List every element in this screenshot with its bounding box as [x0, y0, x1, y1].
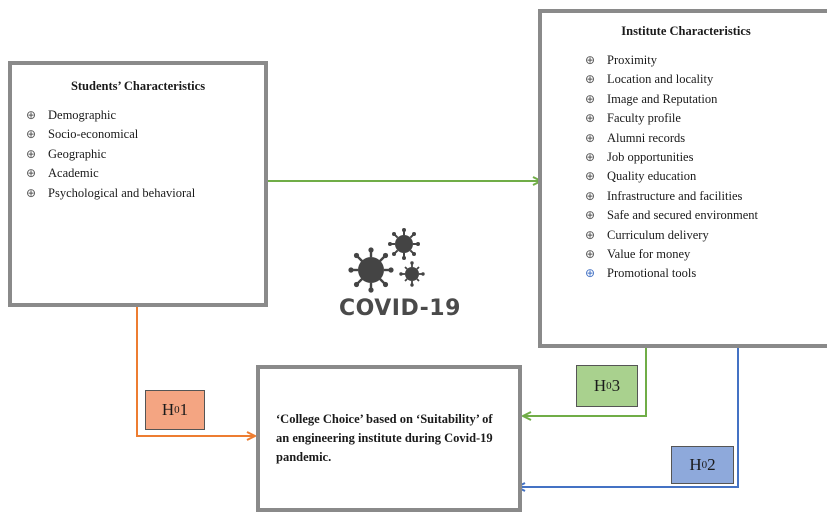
circled-plus-bullet-icon: ⊕	[585, 188, 596, 203]
institute-list-item-label: Proximity	[607, 53, 658, 67]
students-list-item-label: Socio-economical	[48, 127, 139, 142]
circled-plus-bullet-icon: ⊕	[585, 266, 596, 281]
institute-list-item-label: Promotional tools	[607, 266, 697, 281]
students-list-item-label: Psychological and behavioral	[48, 185, 196, 200]
circled-plus-bullet-icon: ⊕	[26, 127, 37, 142]
institute-list-item: ⊕ Image and Reputation	[573, 90, 827, 109]
covid-virus-icon	[348, 228, 425, 293]
circled-plus-bullet-icon: ⊕	[585, 91, 596, 106]
institute-list-item-label: Location and locality	[607, 72, 714, 87]
circled-plus-bullet-icon: ⊕	[585, 130, 596, 145]
students-list-item: ⊕ Academic	[14, 164, 264, 183]
students-box-title: Students’ Characteristics	[70, 79, 206, 93]
students-list-item: ⊕ Psychological and behavioral	[14, 184, 264, 203]
covid-label: COVID-19	[339, 296, 461, 321]
students-characteristics-box: Students’ Characteristics ⊕ Demographic ⊕ S…	[8, 61, 268, 307]
students-list-item: ⊕ Geographic	[14, 145, 264, 164]
institute-box-title: Institute Characteristics	[621, 24, 751, 38]
hypothesis-number: 1	[179, 400, 189, 419]
circled-plus-bullet-icon: ⊕	[585, 227, 596, 242]
hypothesis-subscript: 0	[606, 380, 612, 392]
circled-plus-bullet-icon: ⊕	[26, 146, 37, 161]
students-list-item: ⊕ Socio-economical	[14, 125, 264, 144]
circled-plus-bullet-icon: ⊕	[585, 169, 596, 184]
institute-list-item-label: Infrastructure and facilities	[607, 188, 743, 203]
circled-plus-bullet-icon: ⊕	[585, 111, 596, 126]
institute-list-item-label: Safe and secured environment	[607, 208, 758, 223]
hypothesis-number: 3	[611, 376, 621, 395]
students-characteristics-list: ⊕ Demographic ⊕ Socio-economical ⊕ Geographic…	[14, 106, 264, 203]
circled-plus-bullet-icon: ⊕	[585, 72, 596, 87]
circled-plus-bullet-icon: ⊕	[585, 150, 596, 165]
students-list-item-label: Academic	[48, 166, 99, 181]
institute-characteristics-box: Institute Characteristics ⊕ Proximity ⊕ Loc…	[538, 9, 827, 348]
institute-list-item: ⊕ Location and locality	[573, 70, 827, 89]
institute-list-item: ⊕ Infrastructure and facilities	[573, 187, 827, 206]
institute-list-item-label: Curriculum delivery	[607, 227, 709, 242]
institute-list-item: ⊕ Curriculum delivery	[573, 226, 827, 245]
students-list-item-label: Geographic	[48, 146, 107, 161]
institute-list-item: ⊕ Promotional tools	[573, 264, 827, 283]
hypothesis-prefix: H	[593, 376, 607, 395]
hypothesis-prefix: H	[689, 455, 702, 474]
institute-list-item: ⊕ Job opportunities	[573, 148, 827, 167]
institute-list-item: ⊕ Safe and secured environment	[573, 206, 827, 225]
hypothesis-subscript: 0	[174, 404, 180, 416]
circled-plus-bullet-icon: ⊕	[26, 108, 37, 122]
arrow-institute-to-choice-h3	[523, 347, 647, 416]
institute-list-item-label: Alumni records	[607, 130, 686, 145]
college-choice-text: ‘College Choice’ based on ‘Suitability’ …	[276, 412, 493, 464]
hypothesis-subscript: 0	[701, 459, 708, 471]
institute-list-item-label: Image and Reputation	[607, 91, 718, 106]
institute-list-item-label: Value for money	[607, 247, 691, 262]
institute-list-item: ⊕ Quality education	[573, 167, 827, 186]
circled-plus-bullet-icon: ⊕	[585, 208, 596, 223]
institute-list-item: ⊕ Alumni records	[573, 129, 827, 148]
institute-list-item: ⊕ Proximity	[573, 51, 827, 70]
hypothesis-number: 2	[707, 455, 716, 474]
institute-list-item-label: Quality education	[607, 169, 697, 184]
hypothesis-prefix: H	[161, 400, 175, 419]
circled-plus-bullet-icon: ⊕	[585, 53, 596, 67]
arrow-students-to-choice	[136, 307, 255, 436]
arrow-institute-to-choice-h2	[517, 345, 739, 487]
circled-plus-bullet-icon: ⊕	[26, 166, 37, 181]
institute-list-item: ⊕ Faculty profile	[573, 109, 827, 128]
students-list-item: ⊕ Demographic	[14, 106, 264, 125]
institute-list-item-label: Job opportunities	[607, 150, 694, 165]
circled-plus-bullet-icon: ⊕	[26, 185, 37, 200]
institute-list-item-label: Faculty profile	[607, 111, 681, 126]
circled-plus-bullet-icon: ⊕	[585, 247, 596, 262]
students-list-item-label: Demographic	[48, 108, 117, 122]
institute-list-item: ⊕ Value for money	[573, 245, 827, 264]
institute-characteristics-list: ⊕ Proximity ⊕ Location and locality ⊕ Image a…	[573, 51, 827, 284]
college-choice-box	[256, 365, 522, 512]
